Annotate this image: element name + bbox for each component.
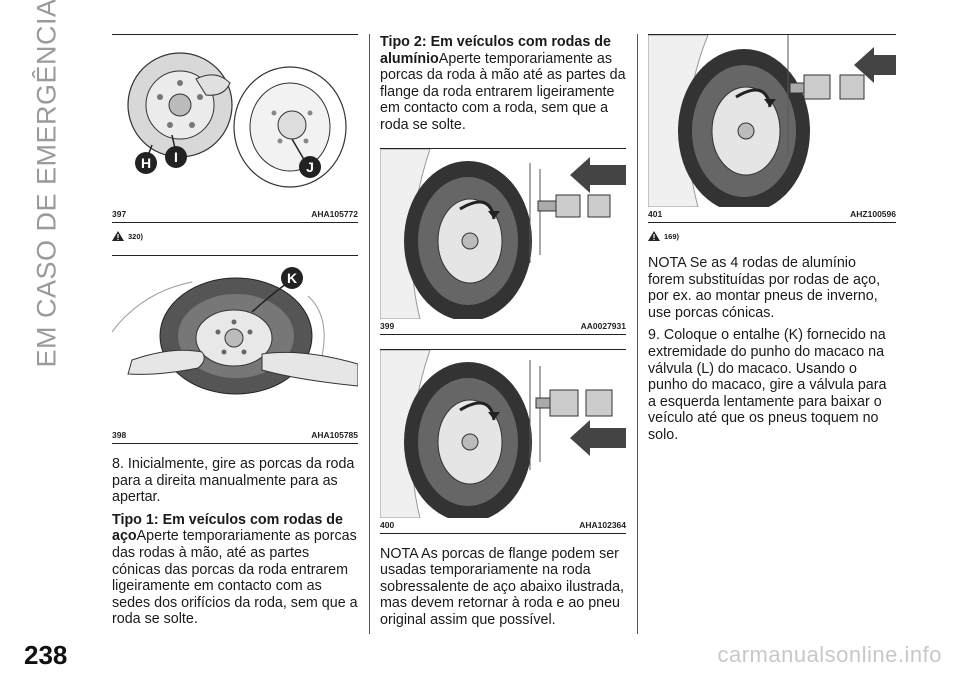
spare-wheel-illustration: K bbox=[112, 267, 358, 395]
figure-code: AHA105785 bbox=[311, 430, 358, 440]
figure-code: AA0027931 bbox=[580, 320, 626, 331]
column-divider bbox=[369, 34, 370, 634]
figure-caption: 399 AA0027931 bbox=[380, 319, 626, 335]
tipo-1-heading: Tipo 1: Em veículos com rodas de aço bbox=[112, 511, 343, 545]
tipo-1-text: Aperte temporariamente as porcas das rod… bbox=[112, 528, 358, 628]
wheel-hub-illustration: H I J bbox=[127, 52, 347, 188]
figure-code: AHA102364 bbox=[579, 519, 626, 530]
step-8-paragraph: 8. Inicialmente, gire as porcas da roda … bbox=[112, 456, 355, 506]
callout-label: K bbox=[287, 270, 297, 286]
figure-number: 401 bbox=[648, 209, 663, 219]
nota-flange-paragraph: NOTA As porcas de flange podem ser usada… bbox=[380, 545, 624, 628]
figure-401: 401 AHZ100596 bbox=[648, 34, 896, 223]
figure-caption: 397 AHA105772 bbox=[112, 207, 358, 223]
figure-number: 399 bbox=[380, 320, 395, 331]
figure-caption: 400 AHA102364 bbox=[380, 518, 626, 534]
warning-triangle-icon bbox=[112, 231, 124, 241]
figure-number: 400 bbox=[380, 519, 395, 530]
warning-reference: 320) bbox=[112, 231, 358, 241]
column-2: Tipo 2: Em veículos com rodas de alumíni… bbox=[380, 34, 626, 635]
figure-398: K 398 AHA105785 bbox=[112, 255, 358, 444]
figure-code: AHA105772 bbox=[311, 209, 358, 219]
callout-label: H bbox=[141, 155, 151, 171]
figure-397: H I J 397 AHA105772 bbox=[112, 34, 358, 223]
figure-caption: 398 AHA105785 bbox=[112, 428, 358, 444]
figure-code: AHZ100596 bbox=[850, 209, 896, 219]
figure-399: 399 AA0027931 bbox=[380, 147, 626, 335]
section-title-text: EM CASO DE EMERGÊNCIA bbox=[31, 0, 62, 368]
figure-number: 397 bbox=[112, 209, 127, 219]
nota-aluminio-paragraph: NOTA Se as 4 rodas de alumínio forem sub… bbox=[648, 255, 881, 321]
watermark: carmanualsonline.info bbox=[717, 642, 942, 667]
column-divider bbox=[637, 34, 638, 634]
tipo-2-paragraph: Tipo 2: Em veículos com rodas de alumíni… bbox=[380, 34, 626, 134]
flange-nut-illustration bbox=[380, 349, 626, 518]
warning-ref-number: 169) bbox=[664, 231, 680, 241]
callout-label: J bbox=[306, 159, 314, 175]
wheel-nut-comparison-illustration bbox=[648, 35, 896, 207]
figure-number: 398 bbox=[112, 430, 127, 440]
column-3: 401 AHZ100596 169) NOTA Se as 4 rodas de… bbox=[648, 34, 896, 450]
warning-ref-number: 320) bbox=[128, 231, 144, 241]
warning-triangle-icon bbox=[648, 231, 660, 241]
tipo-1-paragraph: Tipo 1: Em veículos com rodas de açoAper… bbox=[112, 512, 358, 628]
column-1: H I J 397 AHA105772 320) K bbox=[112, 34, 358, 634]
section-side-title: EM CASO DE EMERGÊNCIA bbox=[22, 0, 72, 368]
figure-400: 400 AHA102364 bbox=[380, 348, 626, 534]
callout-label: I bbox=[174, 149, 178, 165]
step-9-paragraph: 9. Coloque o entalhe (K) fornecido na ex… bbox=[648, 327, 887, 443]
tipo-2-heading: Tipo 2: Em veículos com rodas de alumíni… bbox=[380, 34, 611, 67]
page-number: 238 bbox=[24, 640, 68, 670]
figure-caption: 401 AHZ100596 bbox=[648, 207, 896, 223]
conical-nut-illustration bbox=[380, 148, 626, 319]
tipo-2-text: Aperte temporariamente as porcas da roda… bbox=[380, 50, 626, 133]
warning-reference: 169) bbox=[648, 231, 896, 241]
